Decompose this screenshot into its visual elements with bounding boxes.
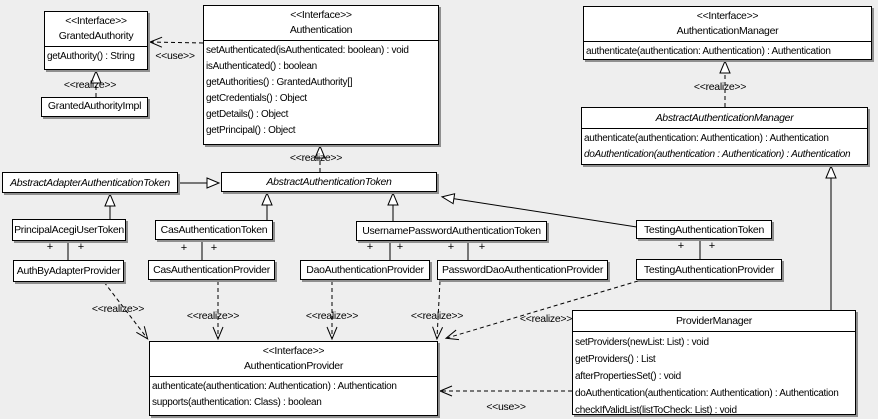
realize-testingprovider-authenticationprovider xyxy=(444,280,639,341)
method: getPrincipal() : Object xyxy=(206,125,296,136)
association-plus: + xyxy=(708,240,716,252)
method: getAuthority() : String xyxy=(47,51,135,62)
method: authenticate(authentication: Authenticat… xyxy=(584,133,829,144)
class-name: AbstractAuthenticationManager xyxy=(655,112,794,124)
class-cas-authentication-token: CasAuthenticationToken xyxy=(155,220,273,240)
method: authenticate(authentication: Authenticat… xyxy=(586,46,831,57)
class-granted-authority-impl: GrantedAuthorityImpl xyxy=(41,97,148,117)
class-name: CasAuthenticationToken xyxy=(160,224,268,236)
class-name: ProviderManager xyxy=(675,315,753,327)
method: doAuthentication(authentication : Authen… xyxy=(584,149,851,160)
class-header: ProviderManager xyxy=(573,311,855,331)
class-auth-by-adapter-provider: AuthByAdapterProvider xyxy=(13,260,124,282)
class-name: TestingAuthenticationToken xyxy=(643,223,765,236)
class-header: <<Interface>> AuthenticationProvider xyxy=(150,342,437,376)
class-authentication-manager: <<Interface>> AuthenticationManager auth… xyxy=(583,6,872,60)
method-list: authenticate(authentication: Authenticat… xyxy=(150,376,437,411)
class-abstract-authentication-token: AbstractAuthenticationToken xyxy=(221,172,437,192)
class-name: PrincipalAcegiUserToken xyxy=(14,224,124,236)
realize-label: <<realize>> xyxy=(91,303,145,315)
realize-passworddaoprovider-authenticationprovider xyxy=(432,280,444,341)
class-testing-authentication-provider: TestingAuthenticationProvider xyxy=(636,259,782,280)
class-name: DaoAuthenticationProvider xyxy=(306,264,424,276)
class-password-dao-authentication-provider: PasswordDaoAuthenticationProvider xyxy=(437,260,608,280)
method: checkIfValidList(listToCheck: List) : vo… xyxy=(575,405,737,416)
class-header: <<Interface>> Authentication xyxy=(204,6,438,40)
use-authentication-grantedauthority xyxy=(148,36,204,48)
class-username-password-authentication-token: UsernamePasswordAuthenticationToken xyxy=(356,221,547,241)
class-name: PasswordDaoAuthenticationProvider xyxy=(441,264,604,276)
class-principal-acegi-user-token: PrincipalAcegiUserToken xyxy=(12,219,126,241)
method: authenticate(authentication: Authenticat… xyxy=(152,381,397,392)
stereotype: <<Interface>> xyxy=(290,9,352,21)
realize-label: <<realize>> xyxy=(519,313,573,325)
association-plus: + xyxy=(396,241,404,253)
method: getDetails() : Object xyxy=(206,109,289,120)
class-name: TestingAuthenticationProvider xyxy=(643,263,775,276)
method: setProviders(newList: List) : void xyxy=(575,337,709,348)
class-header: AbstractAuthenticationManager xyxy=(582,108,867,128)
class-name: Authentication xyxy=(289,24,353,36)
realize-label: <<realize>> xyxy=(186,310,240,322)
class-name: AuthByAdapterProvider xyxy=(16,265,121,277)
stereotype: <<Interface>> xyxy=(696,10,759,22)
realize-label: <<realize>> xyxy=(289,152,343,164)
stereotype: <<Interface>> xyxy=(262,345,325,357)
association-plus: + xyxy=(478,241,486,253)
method: getProviders() : List xyxy=(575,354,656,365)
stereotype: <<Interface>> xyxy=(65,15,127,27)
association-plus: + xyxy=(677,240,685,252)
method: getAuthorities() : GrantedAuthority[] xyxy=(206,77,353,88)
association-plus: + xyxy=(46,241,54,253)
association-plus: + xyxy=(210,242,218,254)
realize-label: <<realize>> xyxy=(693,81,747,93)
class-dao-authentication-provider: DaoAuthenticationProvider xyxy=(300,260,430,280)
use-label: <<use>> xyxy=(486,401,526,413)
class-abstract-authentication-manager: AbstractAuthenticationManager authentica… xyxy=(581,107,868,165)
association-plus: + xyxy=(77,241,85,253)
method: isAuthenticated() : boolean xyxy=(206,61,317,72)
class-name: AuthenticationProvider xyxy=(243,360,344,372)
realize-label: <<realize>> xyxy=(410,310,464,322)
class-cas-authentication-provider: CasAuthenticationProvider xyxy=(148,260,275,280)
method-list: setAuthenticated(isAuthenticated: boolea… xyxy=(204,40,438,139)
generalization-testingtoken-abstracttoken xyxy=(440,193,638,228)
method: getCredentials() : Object xyxy=(206,93,307,104)
realize-authbyadapterprovider-authenticationprovider xyxy=(103,281,149,340)
class-name: GrantedAuthority xyxy=(58,30,134,42)
method-list: authenticate(authentication: Authenticat… xyxy=(584,41,871,60)
class-abstract-adapter-authentication-token: AbstractAdapterAuthenticationToken xyxy=(2,172,178,193)
method: setAuthenticated(isAuthenticated: boolea… xyxy=(206,45,409,56)
class-header: <<Interface>> AuthenticationManager xyxy=(584,7,871,41)
class-testing-authentication-token: TestingAuthenticationToken xyxy=(636,220,772,239)
method-list: getAuthority() : String xyxy=(45,46,147,65)
realize-label: <<realize>> xyxy=(305,310,359,322)
method-list: authenticate(authentication: Authenticat… xyxy=(582,128,867,163)
use-label: <<use>> xyxy=(155,50,195,62)
class-header: <<Interface>> GrantedAuthority xyxy=(45,12,147,46)
association-plus: + xyxy=(180,242,188,254)
class-authentication-provider: <<Interface>> AuthenticationProvider aut… xyxy=(149,341,438,416)
method: afterPropertiesSet() : void xyxy=(575,371,681,382)
class-name: AbstractAdapterAuthenticationToken xyxy=(10,176,170,189)
method: doAuthentication(authentication: Authent… xyxy=(575,388,839,399)
class-authentication: <<Interface>> Authentication setAuthenti… xyxy=(203,5,439,145)
class-name: GrantedAuthorityImpl xyxy=(47,100,142,112)
class-name: UsernamePasswordAuthenticationToken xyxy=(362,225,541,237)
method-list: setProviders(newList: List) : void getPr… xyxy=(573,331,855,419)
class-name: CasAuthenticationProvider xyxy=(153,264,270,276)
class-name: AuthenticationManager xyxy=(676,25,779,37)
class-provider-manager: ProviderManager setProviders(newList: Li… xyxy=(572,310,856,416)
class-granted-authority: <<Interface>> GrantedAuthority getAuthor… xyxy=(44,11,148,70)
association-plus: + xyxy=(366,241,374,253)
realize-label: <<realize>> xyxy=(63,79,117,91)
association-plus: + xyxy=(447,241,455,253)
class-name: AbstractAuthenticationToken xyxy=(266,176,392,188)
method: supports(authentication: Class) : boolea… xyxy=(152,397,322,408)
